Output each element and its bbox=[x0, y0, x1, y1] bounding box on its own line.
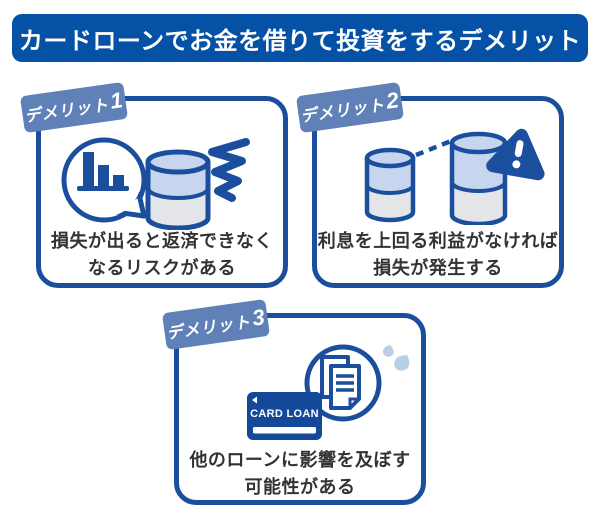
badge-label: デメリット bbox=[23, 96, 111, 126]
caption-line: 損失が出ると返済できなく bbox=[51, 231, 273, 251]
caption-line: 利息を上回る利益がなければ bbox=[317, 231, 559, 251]
document-pages-icon bbox=[320, 355, 361, 410]
page-title: カードローンでお金を借りて投資をするデメリット bbox=[18, 27, 582, 55]
demerit-1-illustration bbox=[61, 137, 250, 230]
caption-line: 可能性がある bbox=[244, 477, 356, 497]
trend-dashed-line bbox=[415, 138, 452, 158]
badge-number: 1 bbox=[108, 86, 126, 114]
card-loan-icon: CARD LOAN bbox=[247, 392, 322, 440]
warning-triangle-icon bbox=[486, 128, 545, 181]
badge-number: 2 bbox=[384, 86, 402, 114]
chart-speech-bubble-icon bbox=[61, 137, 147, 223]
badge-label: デメリット bbox=[165, 313, 253, 343]
money-stack-icon bbox=[145, 149, 211, 230]
badge-number: 3 bbox=[250, 303, 268, 331]
scribble-icon bbox=[208, 138, 250, 202]
card-stripe bbox=[253, 427, 316, 434]
demerit-2-caption: 利息を上回る利益がなければ 損失が発生する bbox=[312, 228, 564, 282]
demerit-2-panel bbox=[312, 96, 564, 288]
exclamation-icon bbox=[512, 140, 524, 169]
coin-stack-small-icon bbox=[364, 147, 416, 223]
demerit-3-illustration: CARD LOAN bbox=[247, 344, 410, 440]
coin-stack-large-icon bbox=[449, 131, 508, 225]
bar-chart-icon bbox=[77, 152, 129, 191]
sweat-drops-icon bbox=[382, 345, 410, 371]
card-loan-label: CARD LOAN bbox=[250, 408, 319, 420]
demerit-3-caption: 他のローンに影響を及ぼす 可能性がある bbox=[174, 447, 426, 501]
caption-line: なるリスクがある bbox=[88, 258, 236, 278]
caption-line: 他のローンに影響を及ぼす bbox=[189, 450, 411, 470]
badge-label: デメリット bbox=[299, 96, 387, 126]
documents-circle-icon bbox=[304, 344, 382, 422]
card-arrow-icon bbox=[252, 396, 257, 404]
demerit-2-illustration bbox=[364, 128, 545, 225]
demerit-1-caption: 損失が出ると返済できなく なるリスクがある bbox=[36, 228, 288, 282]
caption-line: 損失が発生する bbox=[373, 258, 503, 278]
header-banner: カードローンでお金を借りて投資をするデメリット bbox=[12, 14, 588, 62]
